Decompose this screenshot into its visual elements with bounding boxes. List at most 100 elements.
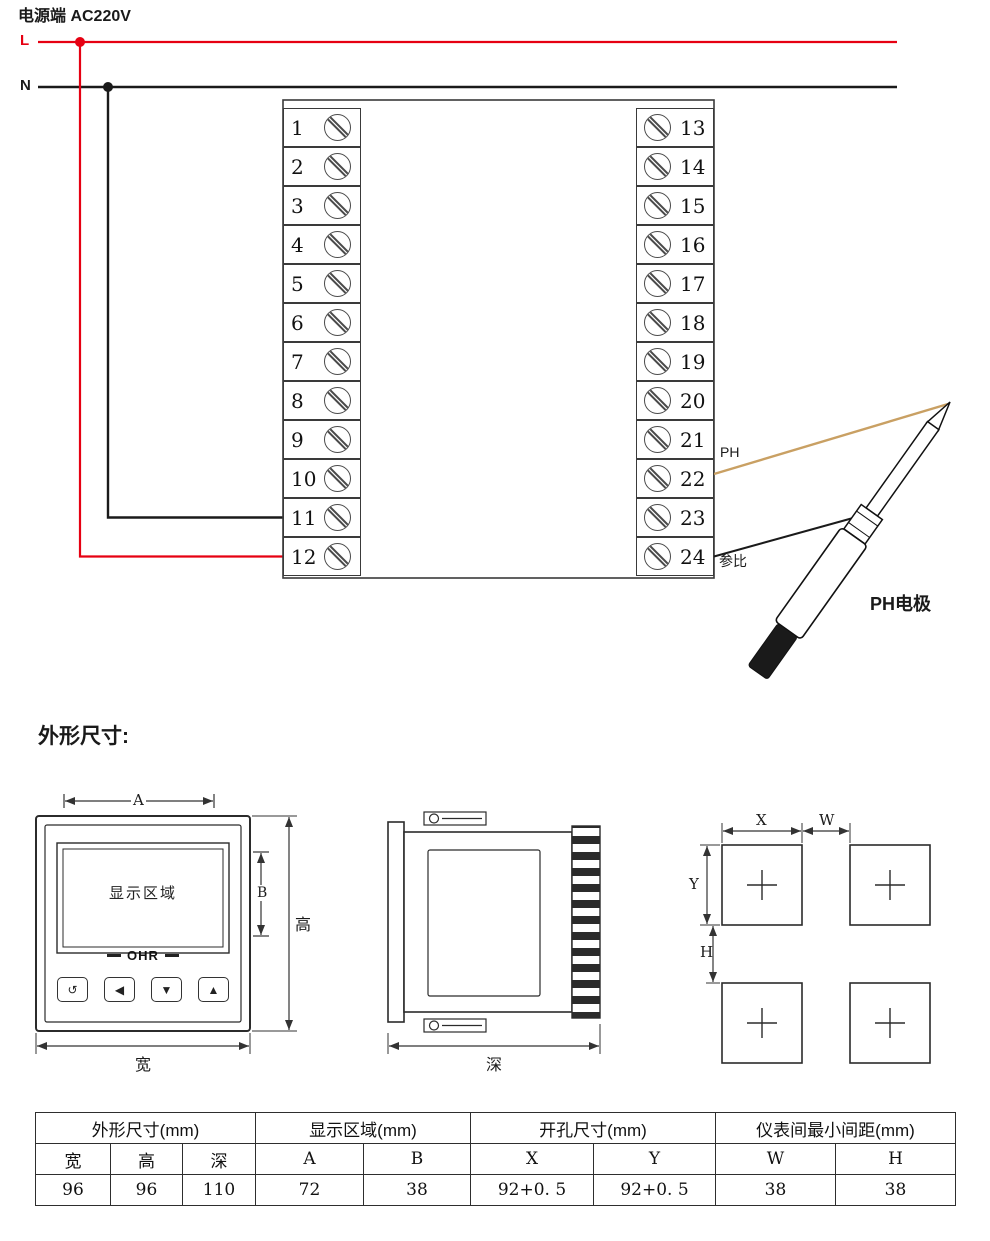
terminal-number: 13 [680,115,706,140]
terminal-23: 23 [636,498,714,537]
table-column-header: B [363,1143,471,1175]
table-column-header: 宽 [35,1143,111,1175]
terminal-number: 11 [291,505,317,530]
terminal-number: 18 [680,310,706,335]
power-title: 电源端 AC220V [18,8,131,25]
terminal-3: 3 [283,186,361,225]
terminal-number: 2 [291,154,304,179]
brand-dash [107,954,122,957]
terminal-screw-icon [324,543,351,570]
side-front-bezel [387,821,405,1023]
table-value-cell: 110 [182,1174,256,1206]
terminal-10: 10 [283,459,361,498]
terminal-screw-icon [644,465,671,492]
live-label: L [20,32,30,49]
electrode-body [775,528,867,639]
terminal-screw-icon [324,114,351,141]
table-column-header: X [470,1143,594,1175]
center-cross [875,870,905,900]
table-column-header: 深 [182,1143,256,1175]
loop-button: ↺ [57,977,88,1002]
terminal-number: 24 [680,544,706,569]
terminal-number: 16 [680,232,706,257]
terminal-number: 8 [291,388,304,413]
brand-row: OHR [57,948,229,963]
center-cross [747,1008,777,1038]
display-area-label: 显示区域 [108,885,177,902]
terminal-screw-icon [644,309,671,336]
left-button: ◀ [104,977,135,1002]
terminal-number: 10 [291,466,317,491]
terminal-20: 20 [636,381,714,420]
terminal-number: 19 [680,349,706,374]
ph-wire [713,402,949,476]
table-value-cell: 38 [715,1174,836,1206]
dim-label-w: W [819,811,835,829]
device-button-row: ↺◀▼▲ [57,977,229,1002]
terminal-number: 1 [291,115,304,140]
dim-label-y: Y [689,875,699,893]
table-value-cell: 92+0. 5 [593,1174,716,1206]
electrode-connector [748,623,797,679]
terminal-number: 4 [291,232,304,257]
down-button: ▼ [151,977,182,1002]
table-group-header: 外形尺寸(mm) [35,1112,256,1144]
table-column-header: Y [593,1143,716,1175]
terminal-screw-icon [324,348,351,375]
ph-wire-label: PH [720,444,740,460]
table-value-cell: 38 [363,1174,471,1206]
live-wire-to-terminal-12 [78,42,284,558]
table-column-header: W [715,1143,836,1175]
terminal-6: 6 [283,303,361,342]
terminal-number: 7 [291,349,304,374]
display-window [62,848,224,948]
terminal-screw-icon [644,504,671,531]
terminal-13: 13 [636,108,714,147]
table-group-header: 开孔尺寸(mm) [470,1112,716,1144]
terminal-number: 9 [291,427,304,452]
center-cross [875,1008,905,1038]
terminal-screw-icon [644,387,671,414]
table-value-cell: 38 [835,1174,956,1206]
collar-detail-line [848,522,870,538]
terminal-screw-icon [644,231,671,258]
dim-label-h: H [700,943,714,961]
terminal-number: 14 [680,154,706,179]
terminal-screw-icon [324,426,351,453]
table-value-cell: 96 [35,1174,111,1206]
terminal-screw-icon [324,309,351,336]
terminal-screw-icon [644,348,671,375]
terminal-14: 14 [636,147,714,186]
terminal-21: 21 [636,420,714,459]
front-view-drawing [35,794,297,1054]
neutral-wire-to-terminal-11 [106,87,284,519]
electrode-glass-shaft [865,420,940,518]
electrode-wires [713,402,949,558]
front-bezel [44,824,242,1023]
display-frame [56,842,230,954]
terminal-rail [571,825,601,1019]
terminal-number: 6 [291,310,304,335]
terminal-screw-icon [324,270,351,297]
table-value-cell: 92+0. 5 [470,1174,594,1206]
terminal-5: 5 [283,264,361,303]
neutral-label: N [20,77,31,94]
collar-detail-line [856,510,879,527]
terminal-screw-icon [324,192,351,219]
dim-label-x: X [756,811,767,829]
dim-label-width: 宽 [133,1051,154,1075]
terminal-screw-icon [644,270,671,297]
terminal-1: 1 [283,108,361,147]
terminal-number: 20 [680,388,706,413]
terminal-15: 15 [636,186,714,225]
terminal-screw-icon [324,153,351,180]
terminal-16: 16 [636,225,714,264]
terminal-screw-icon [324,465,351,492]
table-column-header: H [835,1143,956,1175]
center-cross [747,870,777,900]
brand-label: OHR [127,948,159,963]
